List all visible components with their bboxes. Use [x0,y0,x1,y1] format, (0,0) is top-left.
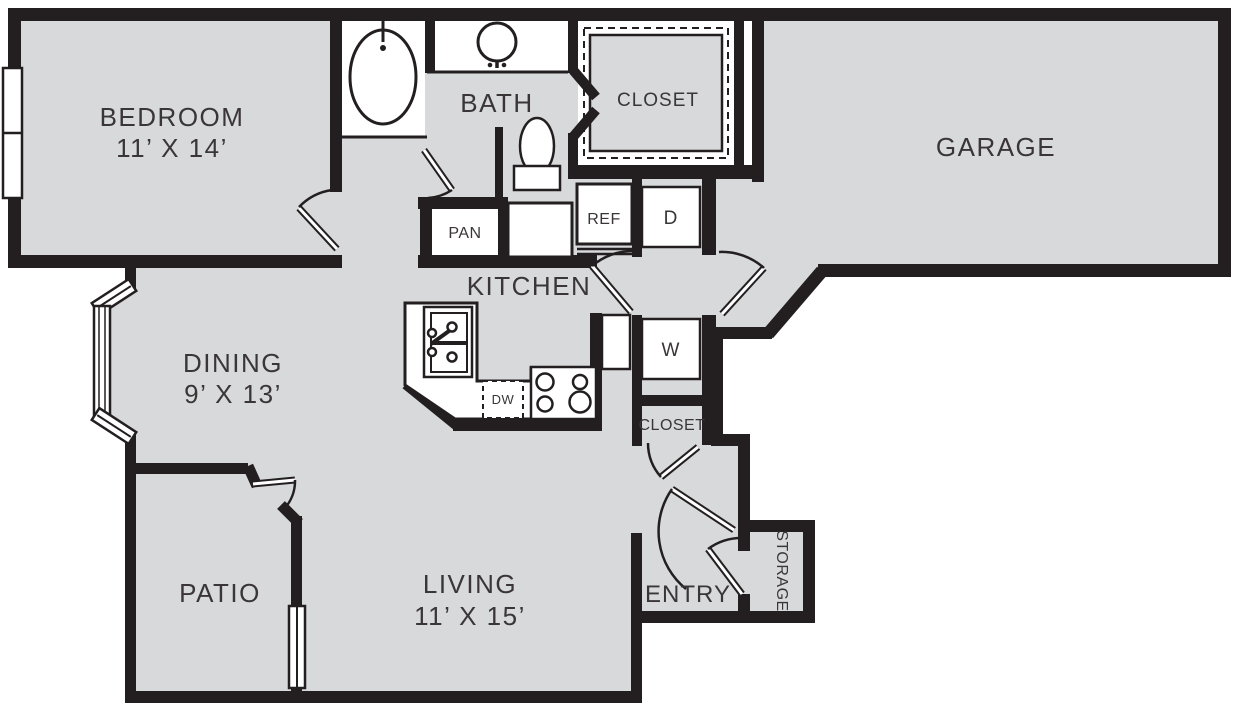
pantry-interior [432,209,498,255]
room-dims-bedroom: 11’ X 14’ [116,133,228,163]
room-label-bedroom-closet: CLOSET [617,90,699,111]
fixtures [342,21,702,421]
room-label-garage: GARAGE [936,132,1056,162]
kitchen-sink [422,305,474,379]
burner-icon [568,390,592,414]
label-refrigerator: REF [587,211,621,228]
bedroom-closet-shelving [583,27,729,159]
label-washer: W [662,340,681,361]
bay-window-lower [90,406,138,446]
label-dryer: D [664,208,679,229]
counter-return [600,313,632,371]
room-label-bedroom: BEDROOM [100,102,245,132]
sink-lever-icon [429,329,451,346]
hall-closet-door [646,442,701,480]
label-dishwasher: DW [492,392,515,407]
bath-cabinet [506,201,574,259]
toilet [512,116,562,192]
doors [252,147,767,597]
stove [529,365,598,421]
room-label-living: LIVING [423,569,517,599]
dishwasher [482,380,524,419]
bedroom-door [296,188,340,252]
labels: BEDROOM 11’ X 14’ BATH CLOSET GARAGE PAN… [100,88,1056,631]
windows [1,66,307,690]
dryer [640,185,702,249]
entry-door [657,486,736,590]
storage-door [705,536,745,597]
bay-window-center [92,304,112,418]
burner-icon [536,395,554,413]
closet-floor [588,33,724,153]
room-label-bath: BATH [460,88,533,118]
burner-icon [571,373,589,391]
bath-door [421,147,455,200]
burner-icon [535,372,555,392]
room-dims-living: 11’ X 15’ [414,601,526,631]
walls [8,8,1231,703]
closet-shelf-dashed-line [583,27,729,159]
laundry-door-left [589,249,634,315]
patio-door [252,476,297,510]
washer [640,317,702,381]
label-pantry: PAN [448,225,481,242]
room-label-entry: ENTRY [645,581,731,608]
room-label-storage: STORAGE [773,530,790,611]
room-label-kitchen: KITCHEN [467,271,592,301]
bath-sink [427,21,568,74]
room-label-dining: DINING [183,348,283,378]
bathtub [342,21,427,139]
bedroom-window [1,66,24,200]
patio-window [287,604,307,690]
refrigerator [575,182,634,256]
room-dims-dining: 9’ X 13’ [184,379,282,409]
room-label-hall-closet: CLOSET [638,417,705,434]
laundry-door-right [718,250,767,317]
room-label-patio: PATIO [179,578,261,608]
wall-gap [744,21,752,167]
